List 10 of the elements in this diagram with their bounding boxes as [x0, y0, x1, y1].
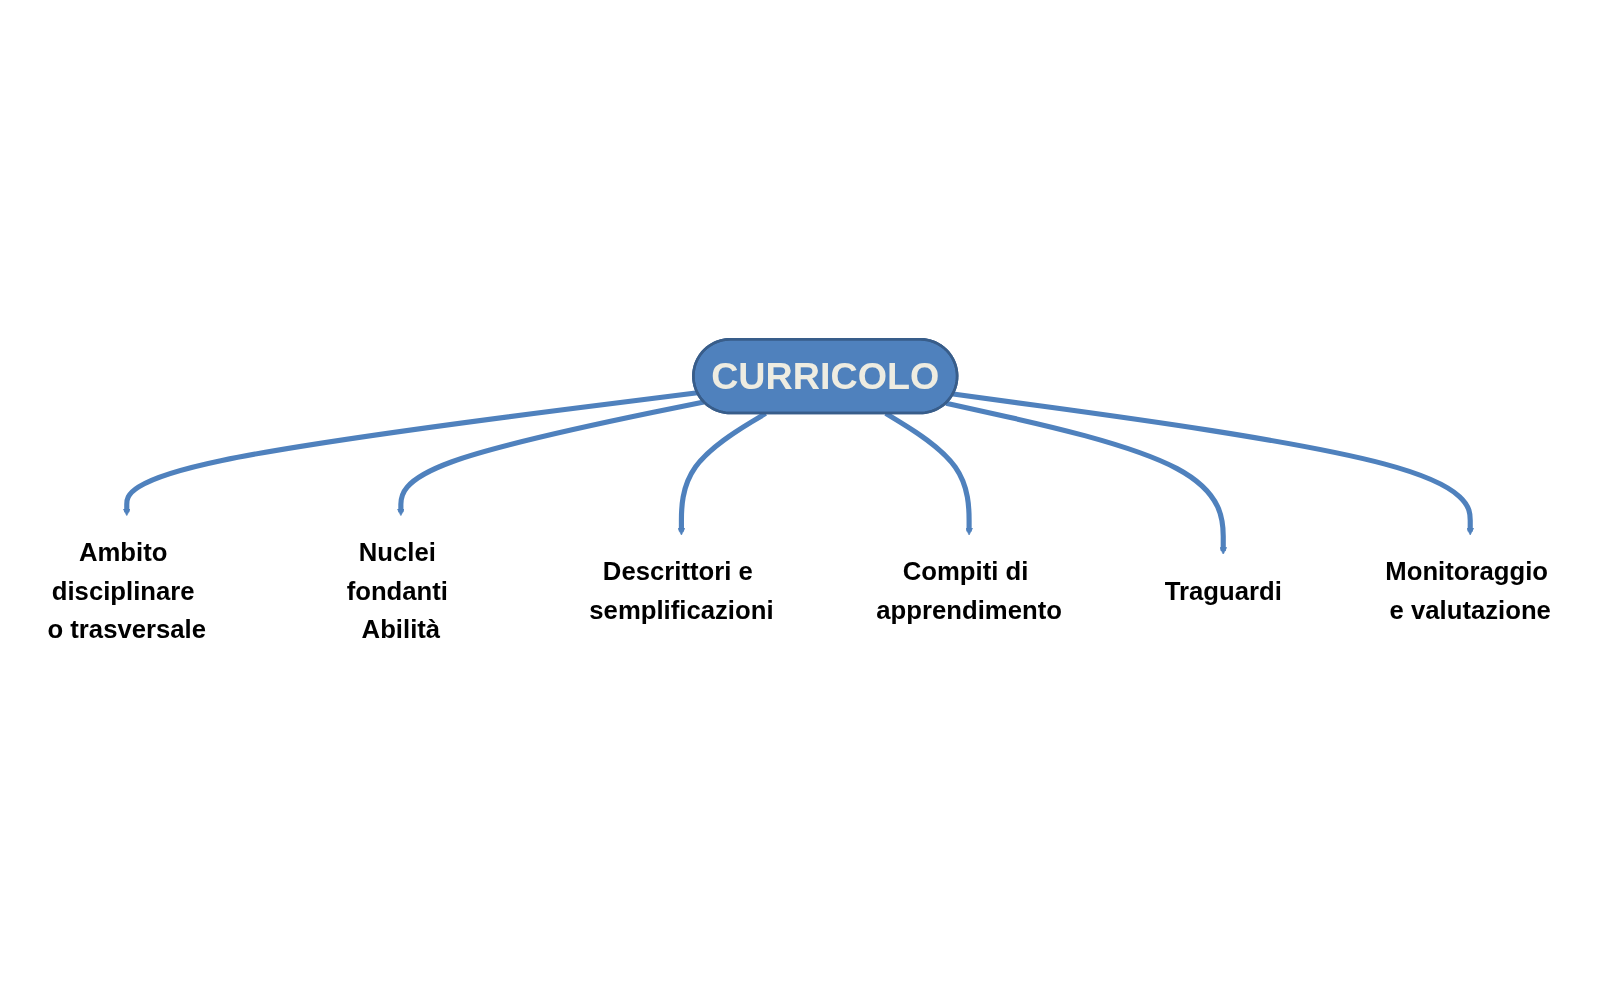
arrow: [952, 391, 1474, 536]
node-text: Compiti di apprendimento: [876, 557, 1062, 625]
arrow: [123, 390, 698, 517]
arrow: [397, 399, 705, 517]
node-text: Monitoraggio e valutazione: [1385, 557, 1551, 625]
node-text: Ambito disciplinare o trasversale: [47, 538, 207, 644]
node-text: Traguardi: [1164, 576, 1282, 605]
arrow: [945, 400, 1227, 555]
node-text: Descrittori e semplificazioni: [589, 557, 774, 625]
node-text: Nuclei fondanti Abilità: [346, 538, 448, 644]
